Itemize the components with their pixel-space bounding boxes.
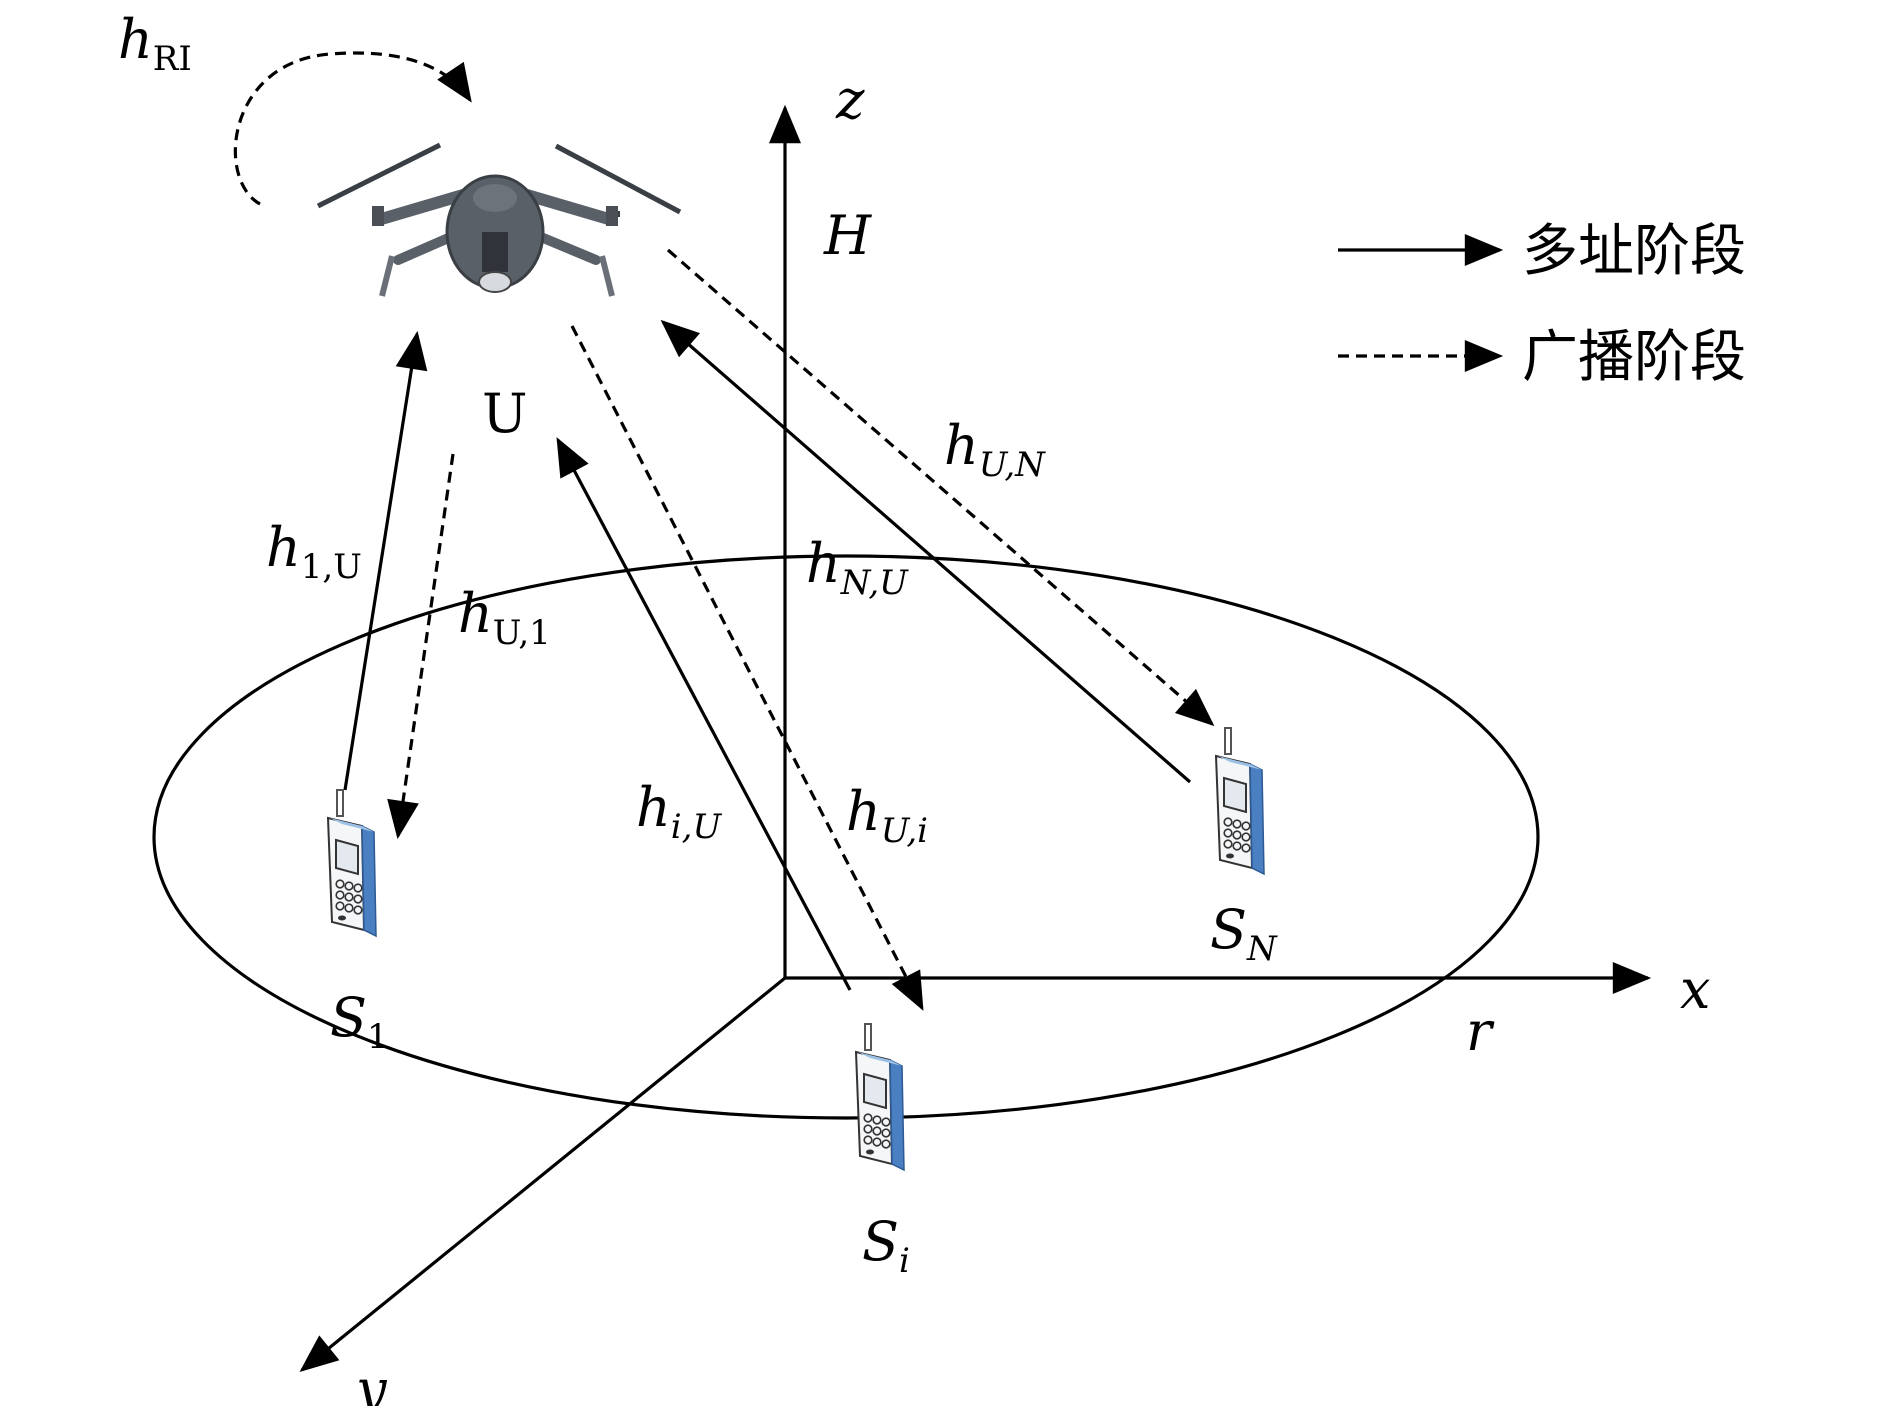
user-si-phone-icon xyxy=(855,1023,905,1171)
user-si-label: Si xyxy=(862,1210,910,1281)
link-uav-to-s1 xyxy=(387,453,455,840)
uav-label: U xyxy=(482,382,528,445)
user-sn-phone-icon xyxy=(1215,727,1265,875)
legend: 多址阶段 广播阶段 xyxy=(1338,219,1746,390)
link-uav-to-sn xyxy=(666,248,1215,727)
channel-links xyxy=(343,248,1215,1011)
coverage-disk xyxy=(152,554,1540,1120)
z-axis-label: z xyxy=(835,68,865,131)
legend-dashed-label: 广播阶段 xyxy=(1522,325,1746,390)
radius-label: r xyxy=(1466,1000,1495,1063)
channel-label-hUi: hU,i xyxy=(846,780,928,851)
channel-label-h1U: h1,U xyxy=(266,516,362,587)
coordinate-axes xyxy=(299,104,1652,1373)
y-axis xyxy=(299,976,787,1373)
channel-label-hUN: hU,N xyxy=(944,414,1046,485)
height-label: H xyxy=(823,204,872,267)
user-sn-label: SN xyxy=(1210,898,1278,969)
link-sn-to-uav xyxy=(660,319,1192,784)
link-uav-to-si xyxy=(570,325,924,1011)
self-interference-arc xyxy=(233,51,472,206)
y-axis-label: y xyxy=(354,1358,388,1406)
channel-label-hNU: hN,U xyxy=(806,532,909,603)
uav-drone-icon xyxy=(316,142,682,297)
legend-solid-label: 多址阶段 xyxy=(1522,219,1746,284)
self-interference-label: hRI xyxy=(118,8,192,79)
link-s1-to-uav xyxy=(343,330,428,791)
channel-label-hU1: hU,1 xyxy=(458,582,551,653)
channel-label-hiU: hi,U xyxy=(636,776,722,847)
user-s1-label: S1 xyxy=(330,986,389,1057)
user-s1-phone-icon xyxy=(327,789,377,937)
link-si-to-uav xyxy=(556,437,852,991)
x-axis-label: x xyxy=(1680,958,1710,1021)
